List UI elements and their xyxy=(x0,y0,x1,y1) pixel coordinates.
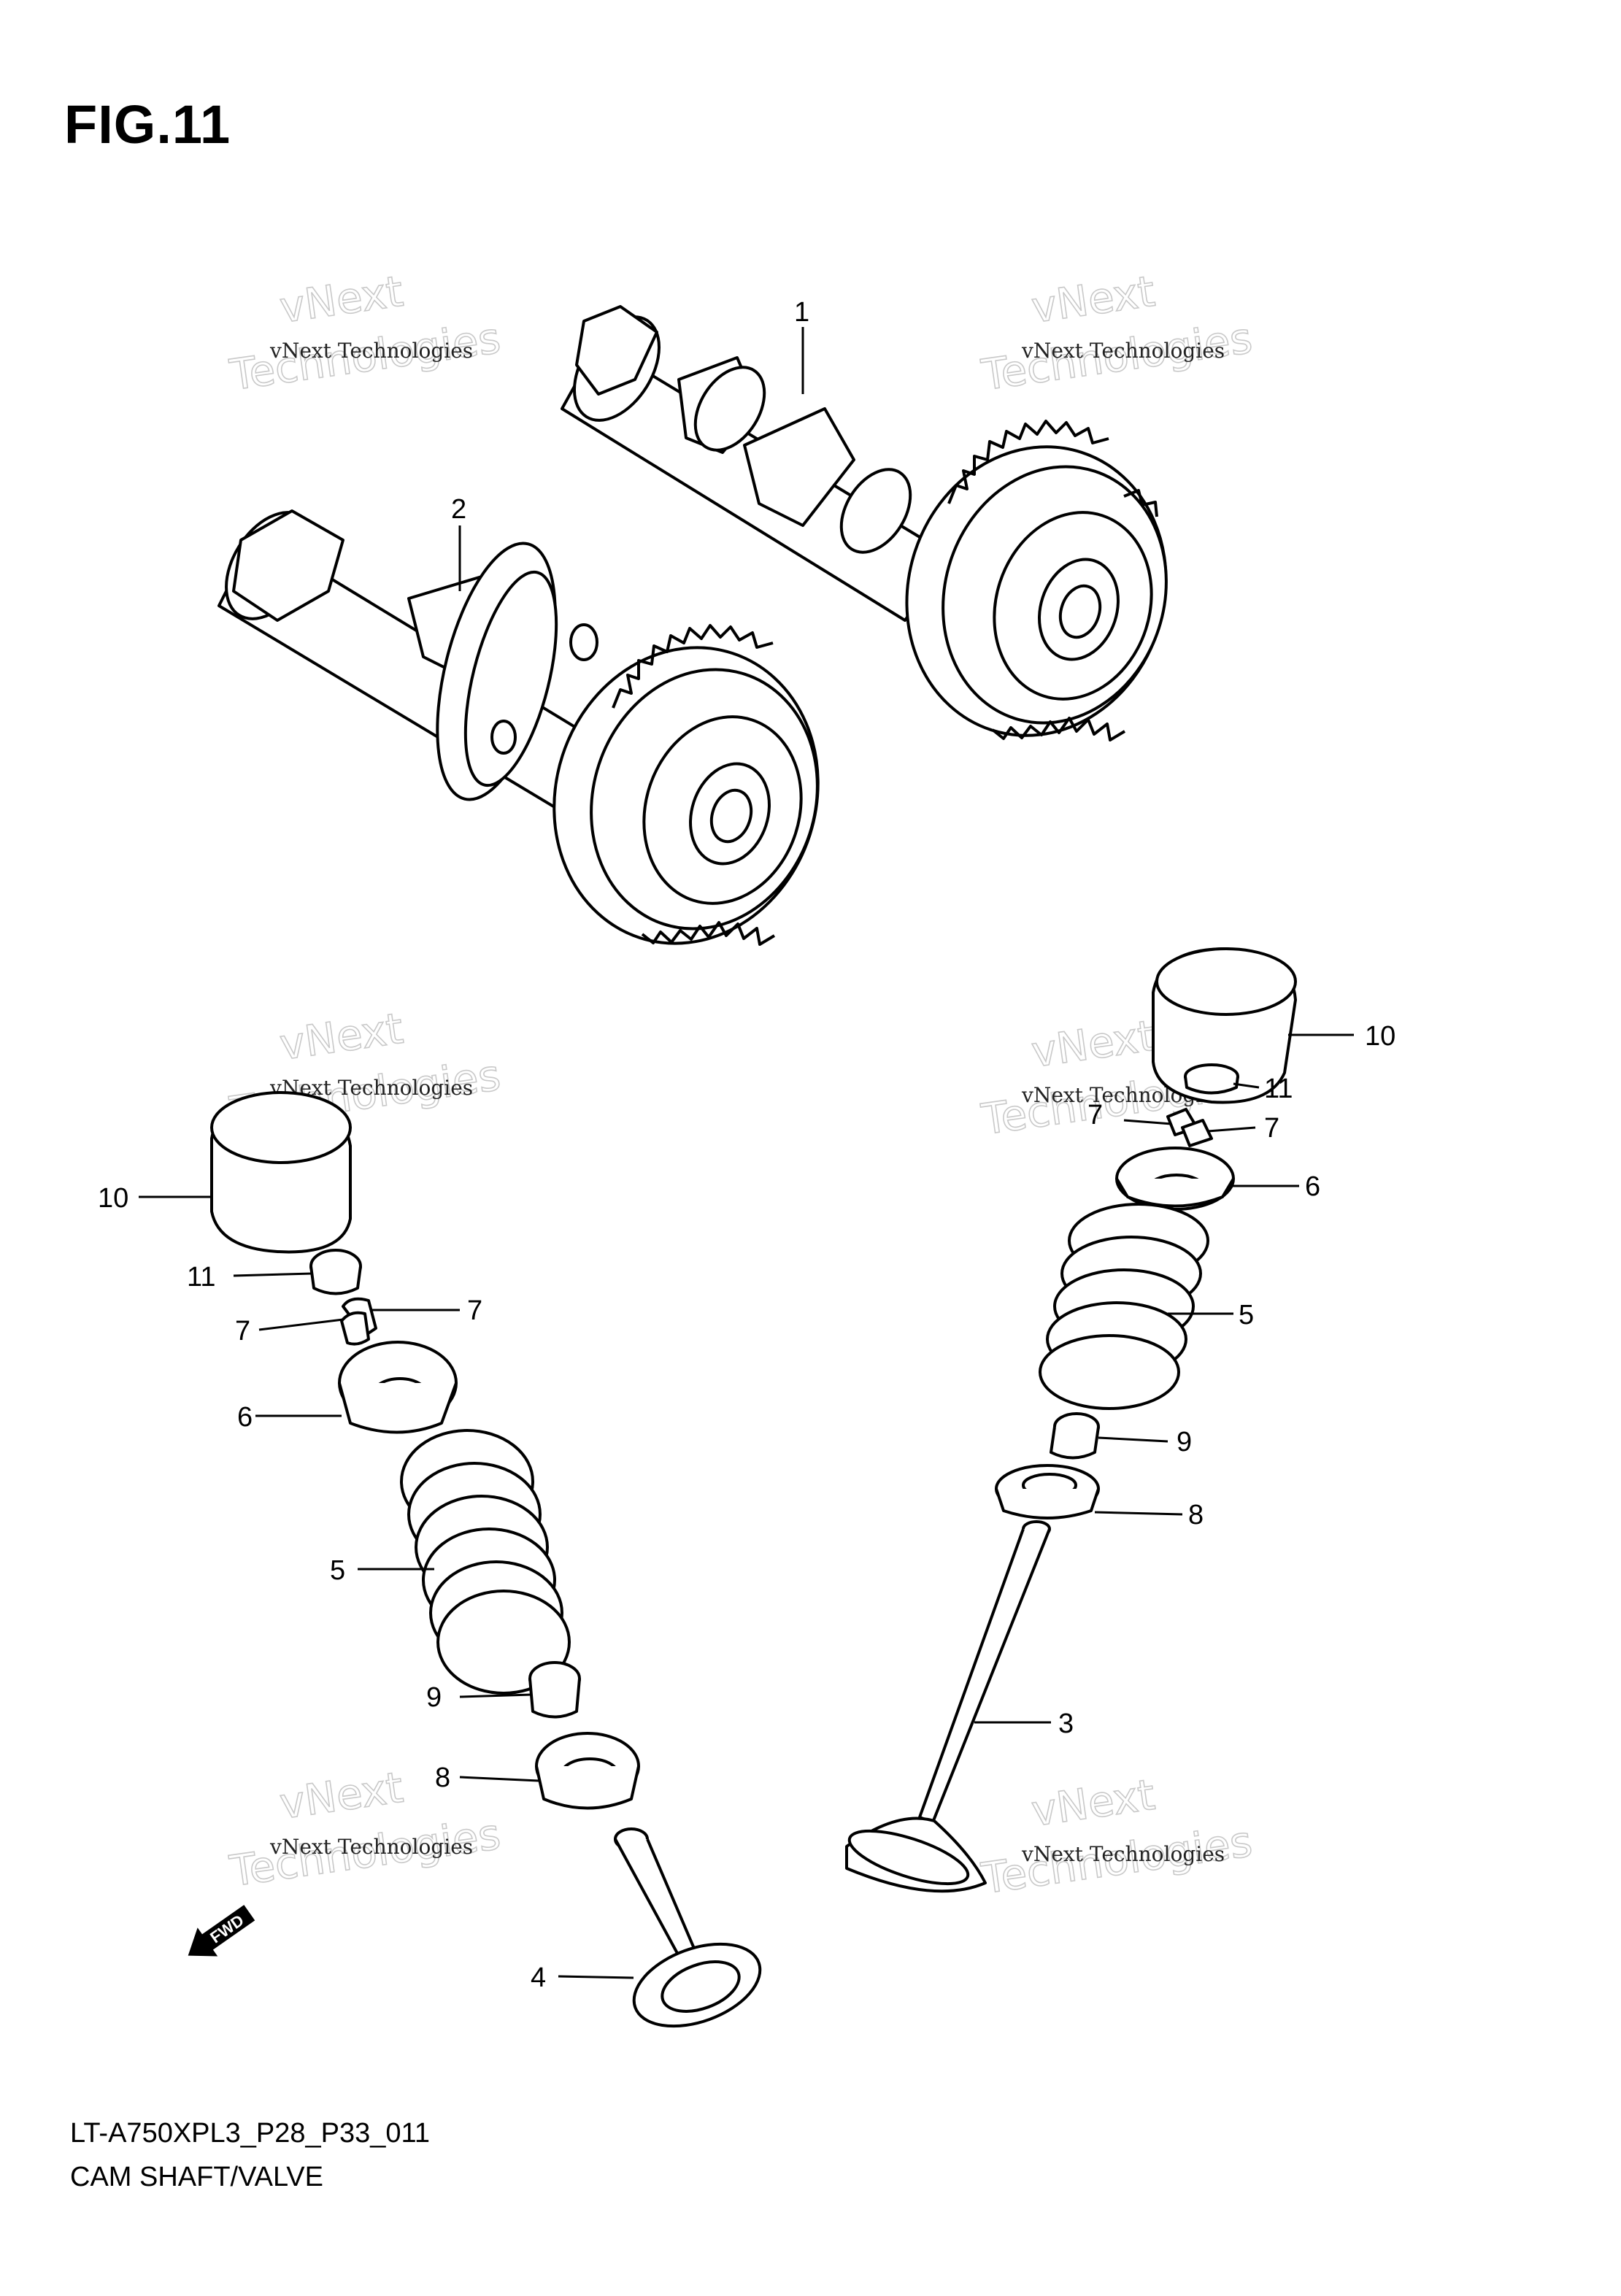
watermark-bottom-right: Technologies vNext vNext Technologies xyxy=(978,1769,1256,1904)
oil-seal-left xyxy=(528,1661,581,1719)
svg-text:vNext: vNext xyxy=(277,1003,406,1070)
callout-7-left-b: 7 xyxy=(467,1295,482,1326)
callout-10-right: 10 xyxy=(1365,1021,1395,1052)
callout-9-right: 9 xyxy=(1177,1427,1192,1457)
fwd-arrow-icon: FWD xyxy=(188,1905,255,1957)
callout-10-left: 10 xyxy=(98,1183,128,1214)
figure-title: FIG.11 xyxy=(64,94,231,155)
spring-retainer-left xyxy=(338,1341,458,1434)
svg-text:vNext: vNext xyxy=(1028,1011,1158,1077)
svg-text:vNext Technologies: vNext Technologies xyxy=(1021,1842,1225,1866)
callout-5-left: 5 xyxy=(330,1555,345,1586)
watermark-top-right: Technologies vNext vNext Technologies xyxy=(978,266,1256,401)
valve-left xyxy=(614,1827,762,2028)
model-code: LT-A750XPL3_P28_P33_011 xyxy=(70,2118,430,2149)
cotters-right xyxy=(1166,1108,1213,1147)
shim-right xyxy=(1184,1063,1239,1095)
spring-seat-left xyxy=(535,1732,640,1810)
spring-retainer-right xyxy=(1115,1147,1235,1211)
callout-9-left: 9 xyxy=(426,1682,442,1713)
svg-text:vNext: vNext xyxy=(1028,1770,1158,1836)
oil-seal-right xyxy=(1050,1412,1100,1460)
svg-text:vNext Technologies: vNext Technologies xyxy=(269,339,473,363)
svg-text:vNext: vNext xyxy=(277,1763,406,1829)
valve-spring-right xyxy=(1039,1203,1209,1410)
watermark-top-left: Technologies vNext vNext Technologies xyxy=(226,266,504,401)
svg-text:vNext Technologies: vNext Technologies xyxy=(269,1835,473,1859)
callout-11-left: 11 xyxy=(187,1262,215,1293)
callout-11-right: 11 xyxy=(1264,1074,1293,1104)
callout-7-right-a: 7 xyxy=(1087,1100,1103,1130)
cotters-left xyxy=(340,1297,377,1346)
tappet-right xyxy=(1152,947,1297,1104)
watermark-bottom-left: Technologies vNext vNext Technologies xyxy=(226,1762,504,1897)
callout-5-right: 5 xyxy=(1239,1300,1254,1330)
shim-left xyxy=(309,1249,362,1295)
camshaft-intake xyxy=(217,509,820,946)
callout-8-right: 8 xyxy=(1188,1500,1204,1530)
callout-7-right-b: 7 xyxy=(1264,1113,1279,1144)
callout-8-left: 8 xyxy=(435,1763,450,1793)
valve-right xyxy=(845,1520,1051,1893)
callout-3: 3 xyxy=(1058,1708,1074,1739)
callout-7-left-a: 7 xyxy=(235,1316,250,1347)
spring-seat-right xyxy=(995,1464,1100,1519)
svg-text:vNext Technologies: vNext Technologies xyxy=(1021,339,1225,363)
tappet-left xyxy=(210,1091,352,1254)
figure-caption: CAM SHAFT/VALVE xyxy=(70,2162,323,2192)
svg-text:vNext: vNext xyxy=(277,266,406,333)
valve-spring-left xyxy=(400,1429,571,1695)
callout-2: 2 xyxy=(451,494,466,525)
callout-6-left: 6 xyxy=(237,1402,253,1433)
svg-text:vNext: vNext xyxy=(1028,266,1158,333)
callout-4: 4 xyxy=(531,1962,546,1993)
callout-1: 1 xyxy=(794,297,809,328)
callout-6-right: 6 xyxy=(1305,1171,1320,1202)
camshaft-exhaust xyxy=(561,305,1168,741)
